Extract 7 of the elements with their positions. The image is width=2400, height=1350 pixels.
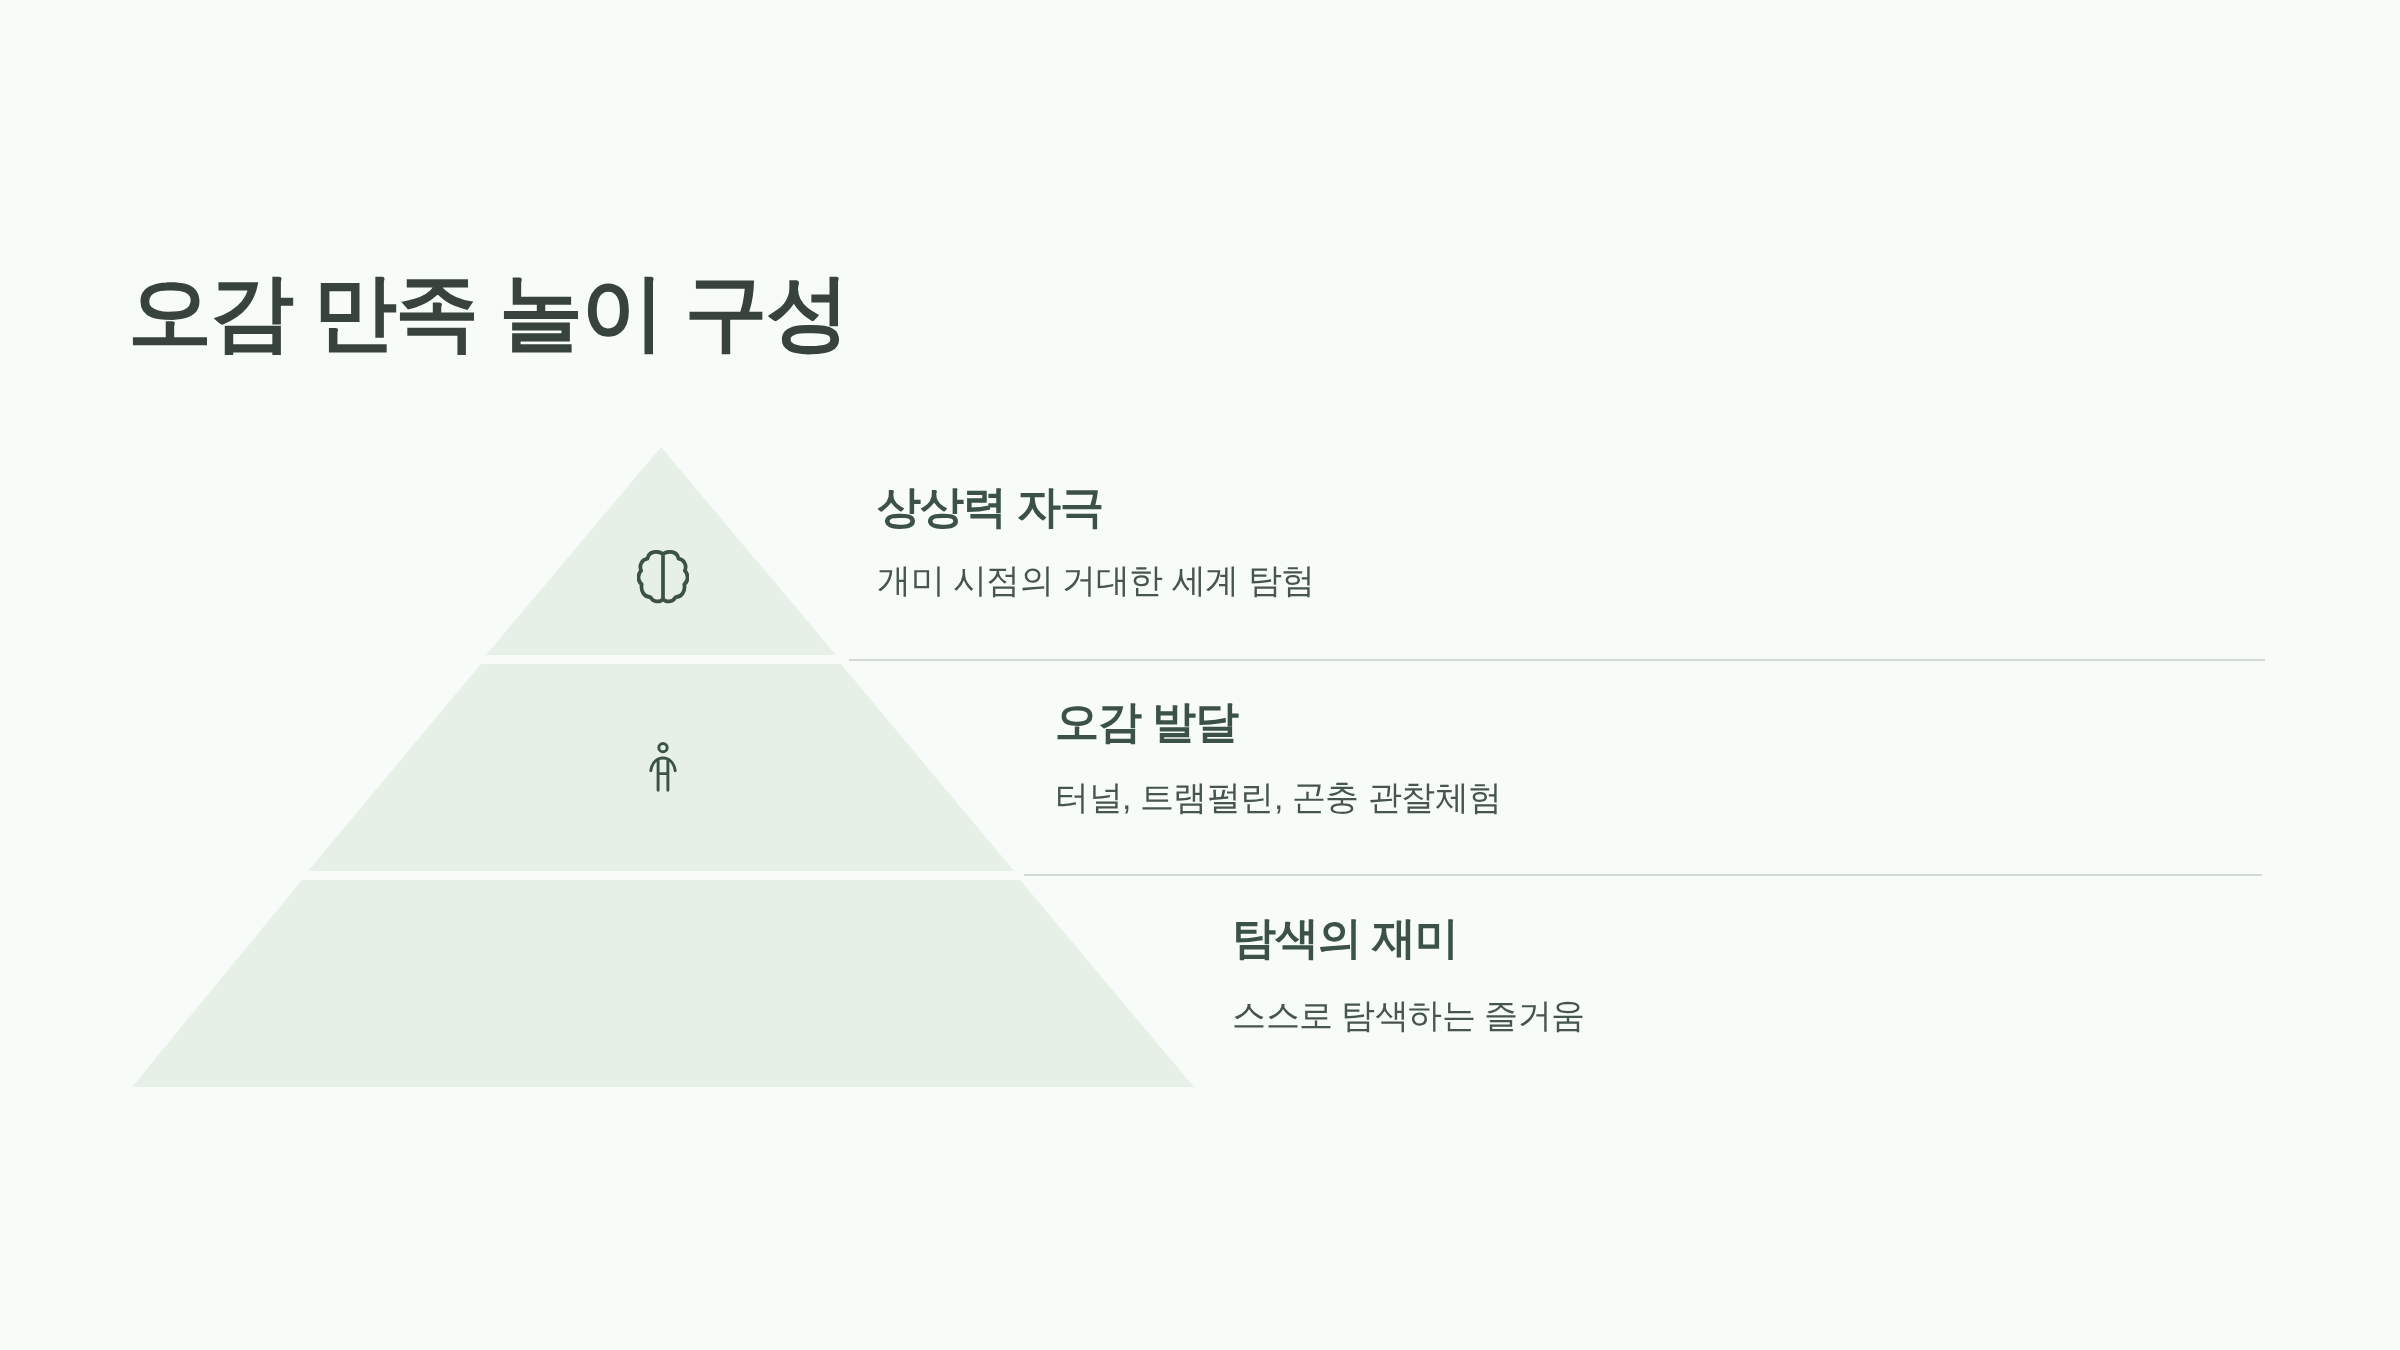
tier-description: 스스로 탐색하는 즐거움 — [1232, 995, 1585, 1036]
tier-heading: 상상력 자극 — [877, 481, 1104, 533]
tier-description: 개미 시점의 거대한 세계 탐험 — [877, 560, 1315, 601]
tier-heading: 탐색의 재미 — [1232, 912, 1459, 964]
title: 오감 만족 놀이 구성 — [128, 264, 848, 361]
tier-description: 터널, 트램펄린, 곤충 관찰체험 — [1055, 777, 1502, 818]
tier-heading: 오감 발달 — [1055, 696, 1239, 748]
